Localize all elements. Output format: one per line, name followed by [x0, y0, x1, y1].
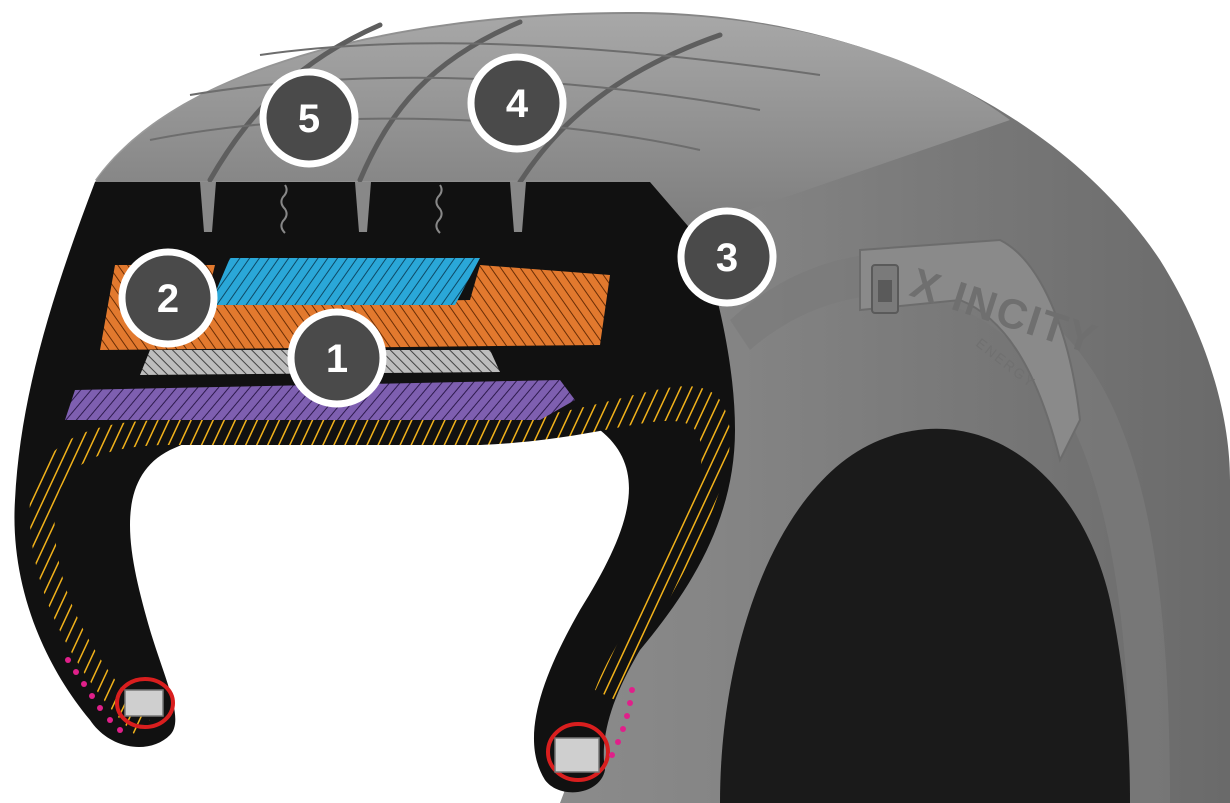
callout-4-label: 4 [506, 82, 529, 126]
callout-1-label: 1 [326, 337, 348, 381]
carcass-ply [29, 386, 731, 735]
tread-notches [200, 182, 526, 232]
callout-1: 1 [287, 308, 387, 408]
brand-logo-icon [871, 264, 899, 314]
bead-right [546, 687, 635, 782]
callout-2: 2 [118, 248, 218, 348]
callout-3: 3 [677, 207, 777, 307]
tread-sipes [280, 184, 443, 234]
ply-blue [210, 258, 480, 305]
callout-4: 4 [467, 53, 567, 153]
ply-orange [100, 265, 610, 350]
callout-3-label: 3 [716, 236, 738, 280]
callout-5-label: 5 [298, 97, 320, 141]
callout-2-label: 2 [157, 277, 179, 321]
brand-panel [859, 238, 1082, 463]
tire-inner-opening [720, 428, 1130, 803]
bead-left [65, 657, 175, 733]
callout-5: 5 [259, 68, 359, 168]
